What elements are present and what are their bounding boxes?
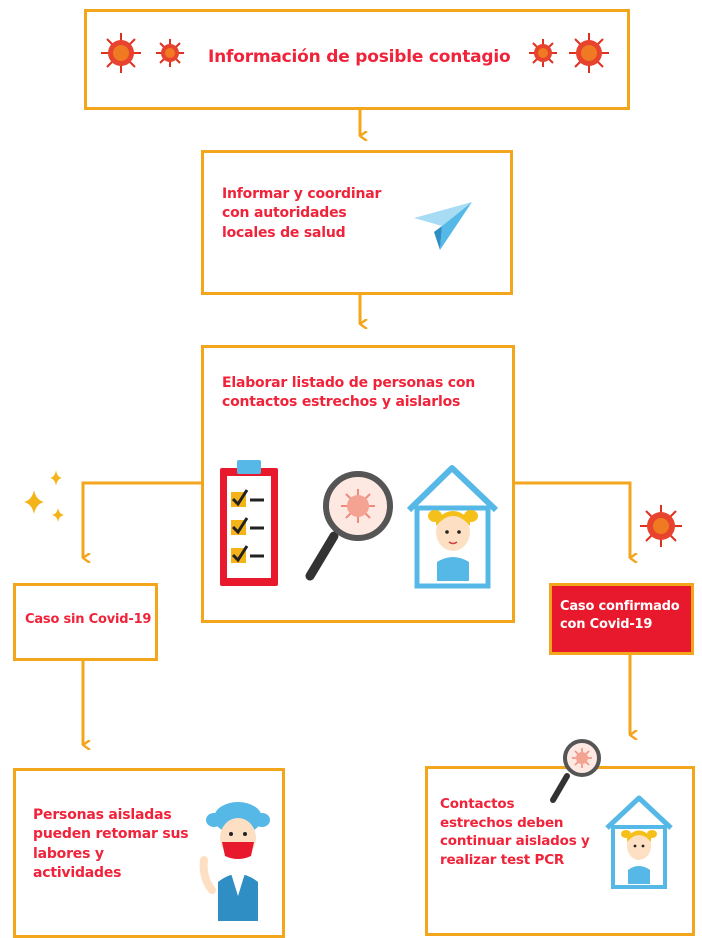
magnifier-virus-icon: [305, 471, 393, 581]
arrow-list-to-positive: [514, 481, 630, 558]
header-title: Información de posible contagio: [208, 47, 511, 67]
negative-case-label: Caso sin Covid-19: [25, 612, 152, 627]
negative-case-box: [13, 583, 158, 661]
paper-plane-icon: [414, 202, 472, 250]
clipboard-checklist-icon: [220, 460, 278, 586]
magnifier-and-house-icon: [550, 739, 673, 889]
virus-icon: [101, 33, 141, 73]
positive-case-label: Caso confirmado con Covid-19: [560, 599, 680, 632]
virus-icon: [640, 505, 682, 547]
negative-outcome-text: Personas aisladas pueden retomar sus lab…: [33, 807, 189, 881]
positive-outcome-text: Contactos estrechos deben continuar aisl…: [440, 796, 590, 868]
child-at-home-icon: [406, 465, 499, 589]
arrow-list-to-negative: [81, 481, 202, 558]
report-step-text: Informar y coordinar con autoridades loc…: [222, 186, 382, 241]
virus-icon: [569, 33, 609, 73]
report-step-box: [201, 150, 513, 295]
virus-icon: [529, 39, 557, 67]
positive-case-box: [549, 583, 694, 655]
list-step-text: Elaborar listado de personas con contact…: [222, 375, 476, 411]
sparkles-icon: [24, 470, 64, 522]
person-with-mask-icon: [199, 802, 270, 921]
virus-icon: [156, 39, 184, 67]
